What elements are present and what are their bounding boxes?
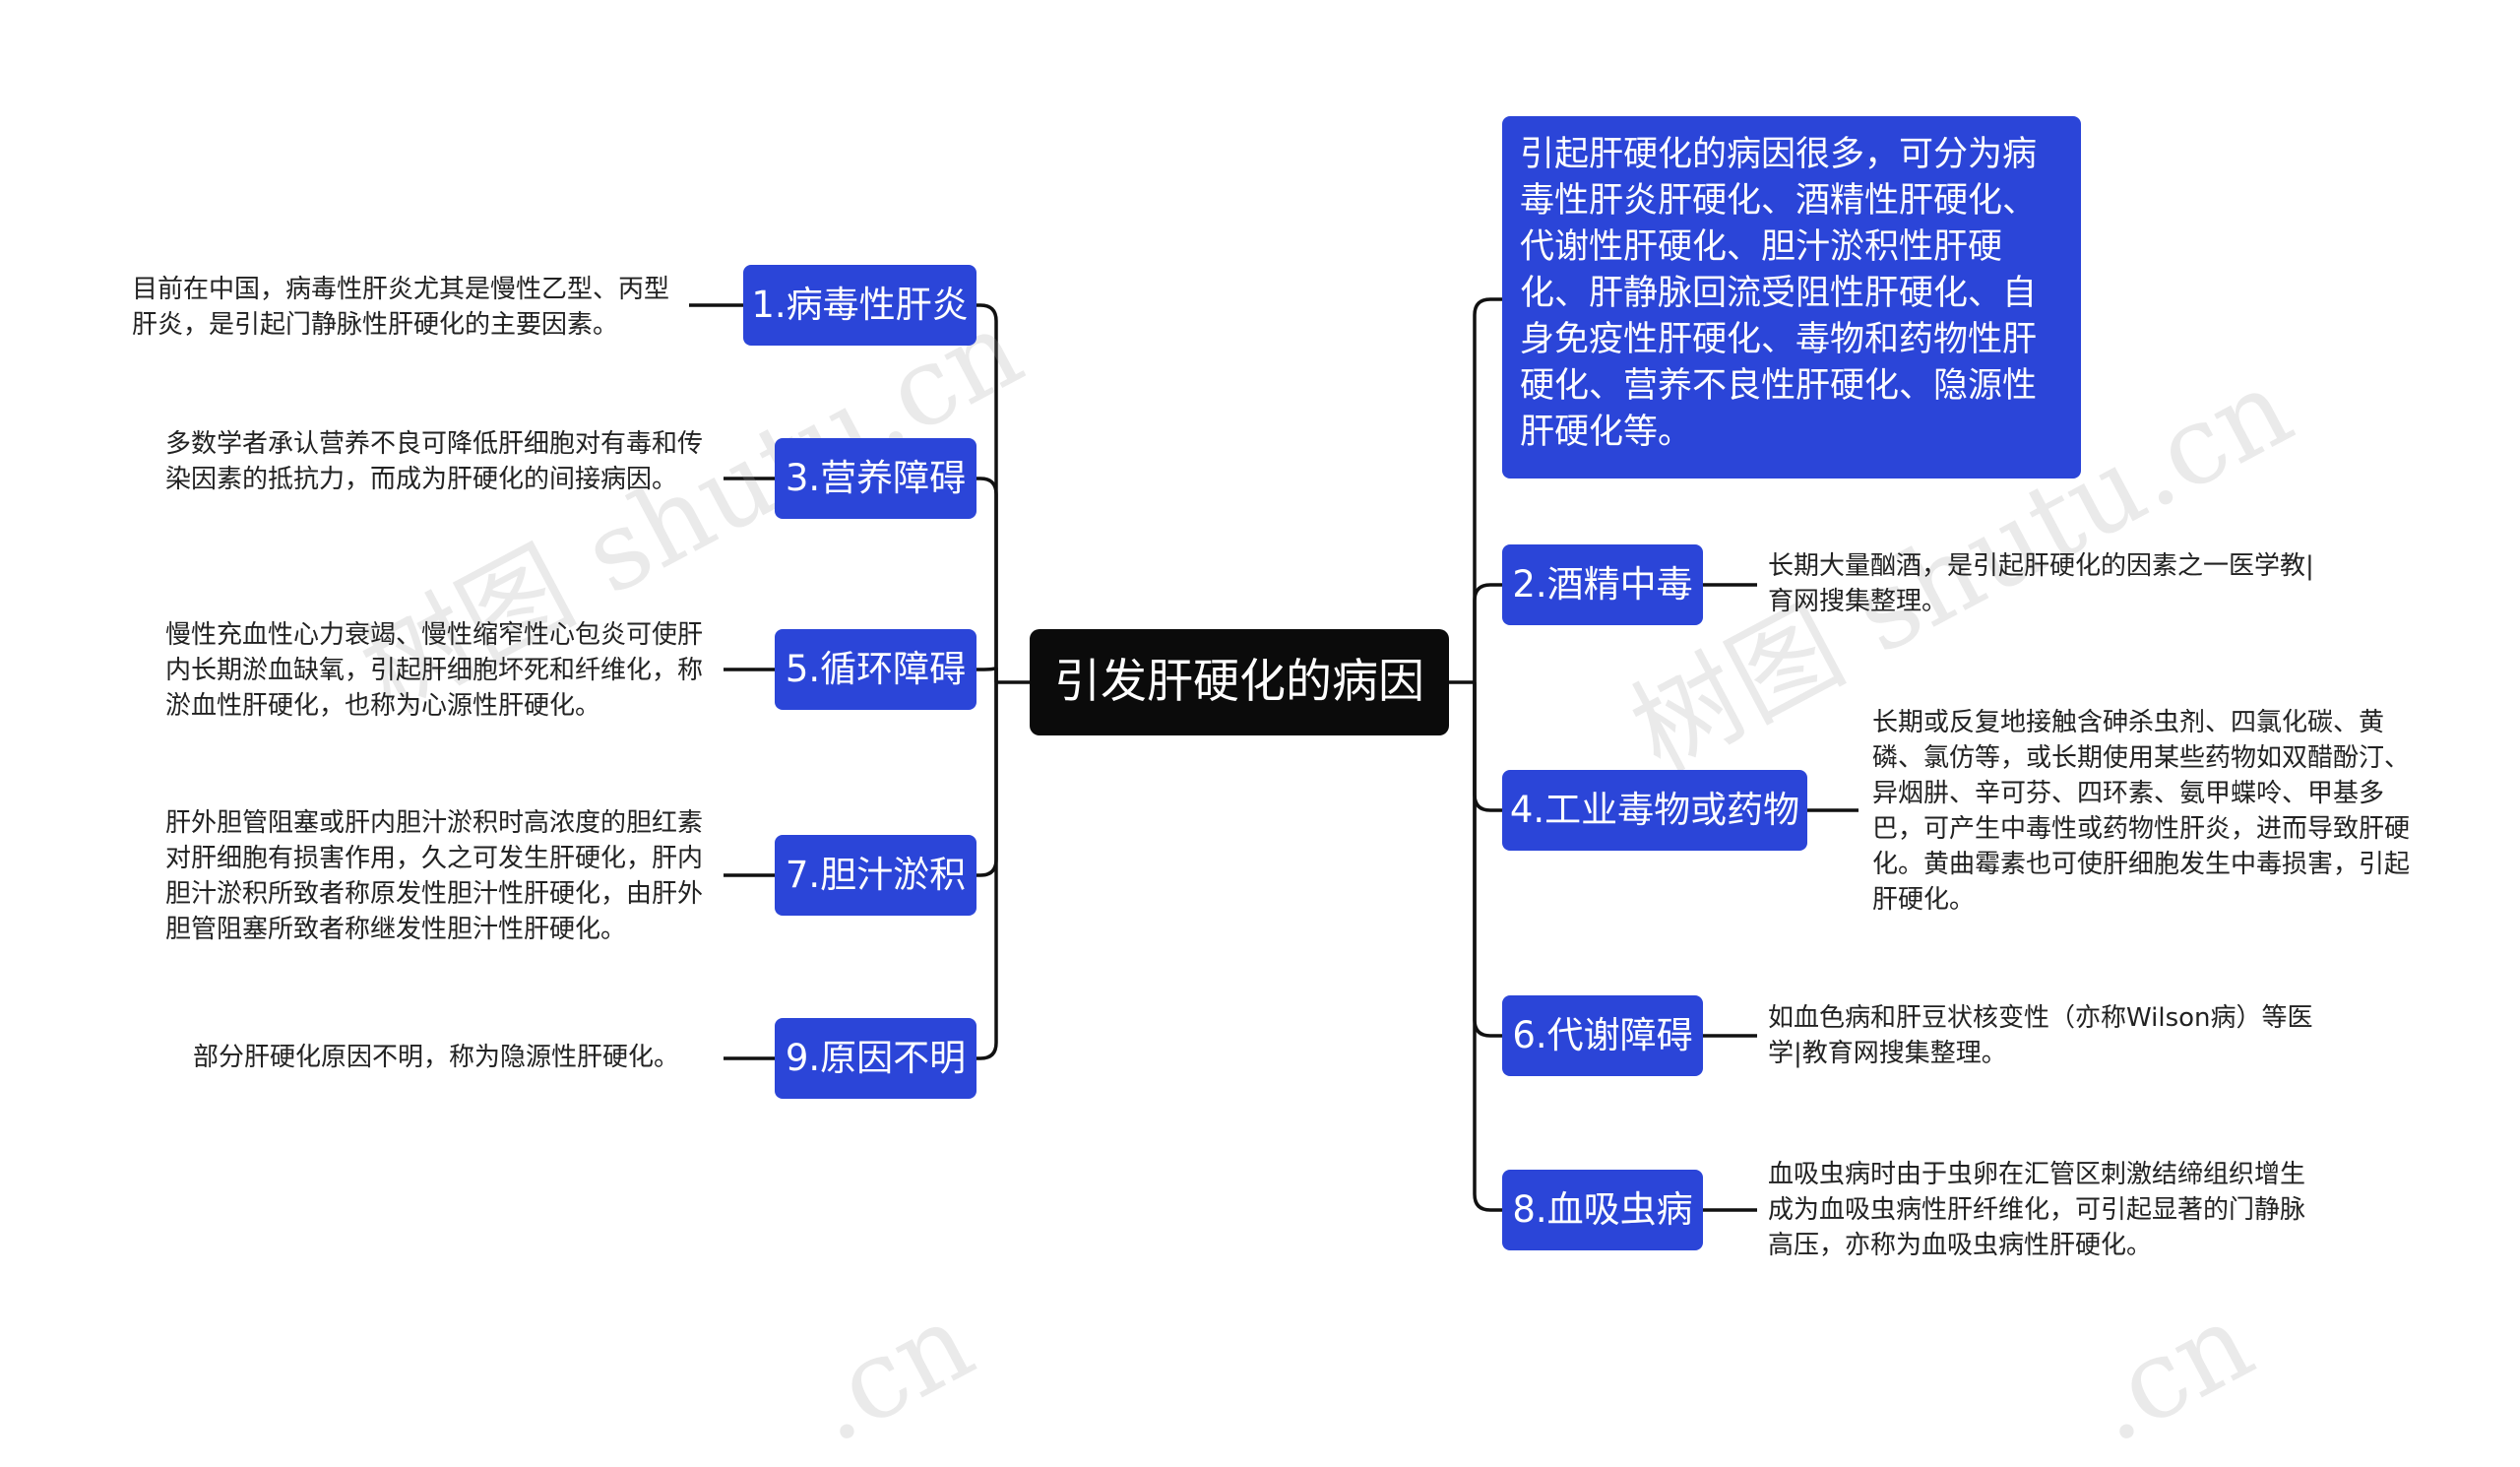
note-schistosomiasis: 血吸虫病时由于虫卵在汇管区刺激结缔组织增生成为血吸虫病性肝纤维化，可引起显著的门… (1768, 1160, 2306, 1260)
topic-unknown-cause[interactable]: 9.原因不明 (775, 1018, 976, 1099)
note-circulation-disorder: 慢性充血性心力衰竭、慢性缩窄性心包炎可使肝内长期淤血缺氧，引起肝细胞坏死和纤维化… (165, 620, 704, 721)
connector-lines (689, 297, 1858, 1212)
topic-circulation-disorder[interactable]: 5.循环障碍 (775, 629, 976, 710)
note-cholestasis: 肝外胆管阻塞或肝内胆汁淤积时高浓度的胆红素对肝细胞有损害作用，久之可发生肝硬化，… (165, 808, 704, 944)
topic-schistosomiasis[interactable]: 8.血吸虫病 (1502, 1170, 1703, 1250)
root-topic[interactable]: 引发肝硬化的病因 (1030, 629, 1449, 735)
note-unknown-cause: 部分肝硬化原因不明，称为隐源性肝硬化。 (193, 1043, 680, 1072)
note-viral-hepatitis: 目前在中国，病毒性肝炎尤其是慢性乙型、丙型肝炎，是引起门静脉性肝硬化的主要因素。 (132, 275, 670, 340)
note-metabolic-disorder: 如血色病和肝豆状核变性（亦称Wilson病）等医学|教育网搜集整理。 (1768, 1003, 2313, 1068)
topic-alcoholism[interactable]: 2.酒精中毒 (1502, 544, 1703, 625)
note-nutrition-disorder: 多数学者承认营养不良可降低肝细胞对有毒和传染因素的抵抗力，而成为肝硬化的间接病因… (165, 429, 704, 494)
note-industrial-toxins: 长期或反复地接触含砷杀虫剂、四氯化碳、黄磷、氯仿等，或长期使用某些药物如双醋酚汀… (1872, 708, 2411, 915)
topic-nutrition-disorder[interactable]: 3.营养障碍 (775, 438, 976, 519)
summary-topic[interactable]: 引起肝硬化的病因很多，可分为病毒性肝炎肝硬化、酒精性肝硬化、代谢性肝硬化、胆汁淤… (1502, 116, 2081, 478)
topic-cholestasis[interactable]: 7.胆汁淤积 (775, 835, 976, 916)
note-alcoholism: 长期大量酗酒，是引起肝硬化的因素之一医学教|育网搜集整理。 (1768, 551, 2314, 616)
topic-industrial-toxins[interactable]: 4.工业毒物或药物 (1502, 770, 1807, 851)
topic-metabolic-disorder[interactable]: 6.代谢障碍 (1502, 995, 1703, 1076)
topic-viral-hepatitis[interactable]: 1.病毒性肝炎 (743, 265, 976, 346)
